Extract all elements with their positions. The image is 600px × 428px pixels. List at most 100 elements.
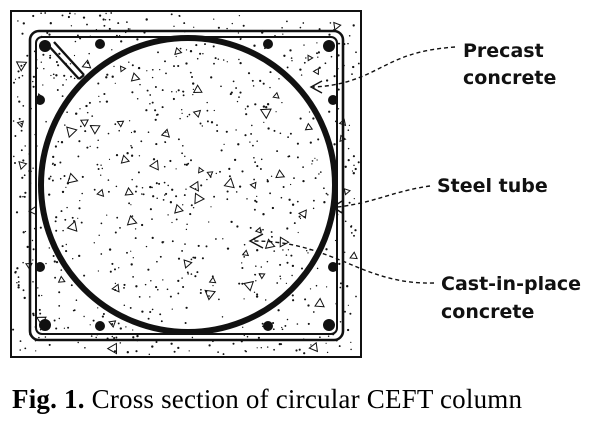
cast-in-place-speck xyxy=(65,243,68,246)
cast-in-place-speck xyxy=(177,257,181,260)
cast-in-place-speck xyxy=(293,177,295,180)
cast-in-place-speck xyxy=(93,242,95,244)
stirrup-outer-line xyxy=(28,29,345,342)
cast-in-place-speck xyxy=(307,252,309,254)
cast-in-place-speck xyxy=(156,197,158,200)
cast-in-place-speck xyxy=(215,238,217,240)
precast-speck xyxy=(120,40,123,43)
precast-speck xyxy=(16,281,18,284)
cast-in-place-aggregate xyxy=(120,154,131,164)
cast-in-place-speck xyxy=(279,275,281,278)
cast-in-place-speck xyxy=(163,165,166,168)
rebar xyxy=(35,262,45,272)
cast-in-place-speck xyxy=(286,227,289,230)
precast-speck xyxy=(352,24,355,27)
cast-in-place-speck xyxy=(216,130,219,132)
precast-speck xyxy=(32,75,36,78)
cast-in-place-speck xyxy=(169,159,172,163)
cast-in-place-speck xyxy=(86,146,89,149)
precast-speck xyxy=(49,22,52,25)
cast-in-place-speck xyxy=(311,160,314,162)
precast-speck xyxy=(104,19,107,21)
cast-in-place-speck xyxy=(246,198,248,200)
cast-in-place-speck xyxy=(65,250,68,253)
precast-speck xyxy=(90,335,93,337)
cast-in-place-speck xyxy=(316,159,318,161)
precast-speck xyxy=(325,342,327,344)
cast-in-place-speck xyxy=(210,206,212,208)
precast-speck xyxy=(351,170,354,172)
precast-speck xyxy=(13,81,15,84)
cast-in-place-speck xyxy=(77,155,80,158)
cast-in-place-speck xyxy=(85,104,88,108)
precast-speck xyxy=(40,12,42,14)
cast-in-place-speck xyxy=(197,244,200,247)
precast-speck xyxy=(300,74,303,76)
precast-speck xyxy=(53,77,55,79)
precast-speck xyxy=(84,346,86,349)
cast-in-place-speck xyxy=(204,43,206,46)
precast-speck xyxy=(315,284,318,287)
cast-in-place-speck xyxy=(139,83,141,86)
cast-in-place-speck xyxy=(185,62,188,65)
precast-aggregate xyxy=(18,160,28,171)
cast-in-place-speck xyxy=(196,271,199,274)
precast-speck xyxy=(337,88,340,91)
cast-in-place-aggregate xyxy=(223,177,235,189)
cast-in-place-speck xyxy=(210,121,214,124)
precast-speck xyxy=(36,67,39,69)
cast-in-place-speck xyxy=(228,175,231,178)
cast-in-place-speck xyxy=(192,256,195,259)
cast-in-place-speck xyxy=(60,141,64,144)
cast-in-place-speck xyxy=(219,170,221,173)
cast-in-place-speck xyxy=(100,253,103,255)
leader-steel-tube-arrowhead xyxy=(331,200,343,214)
precast-speck xyxy=(333,75,336,78)
precast-speck xyxy=(74,13,76,15)
cast-in-place-speck xyxy=(246,105,249,108)
precast-speck xyxy=(61,95,64,98)
cast-in-place-speck xyxy=(302,179,305,183)
precast-speck xyxy=(346,285,349,288)
cast-in-place-aggregate-texture xyxy=(66,46,314,301)
cast-in-place-speck xyxy=(270,175,273,177)
leader-cast-in-place-arrowhead xyxy=(248,233,264,249)
cast-in-place-speck xyxy=(312,207,315,210)
precast-speck xyxy=(283,54,286,57)
precast-speck xyxy=(105,12,107,15)
cast-in-place-speck xyxy=(269,86,271,89)
cast-in-place-speck xyxy=(269,192,272,195)
precast-speck xyxy=(32,14,35,18)
cast-in-place-speck xyxy=(262,105,266,108)
cast-in-place-speck xyxy=(194,275,197,278)
cast-in-place-speck xyxy=(138,296,141,298)
cast-in-place-speck xyxy=(79,125,82,128)
cast-in-place-speck xyxy=(267,127,270,130)
cast-in-place-speck xyxy=(106,214,108,216)
precast-speck xyxy=(21,74,24,77)
cast-in-place-speck xyxy=(213,195,216,198)
precast-speck xyxy=(46,31,49,34)
cast-in-place-speck xyxy=(157,51,159,54)
precast-speck xyxy=(253,44,256,47)
cast-in-place-speck xyxy=(159,68,161,71)
precast-speck xyxy=(347,129,350,131)
precast-speck xyxy=(354,229,357,232)
cast-in-place-speck xyxy=(262,213,265,216)
cast-in-place-speck xyxy=(212,45,215,48)
cast-in-place-speck xyxy=(185,163,188,166)
precast-speck xyxy=(208,344,211,347)
cast-in-place-speck xyxy=(291,274,293,277)
precast-speck xyxy=(39,312,42,315)
precast-speck xyxy=(350,225,353,228)
precast-aggregate xyxy=(307,54,314,62)
cast-in-place-speck xyxy=(151,236,154,240)
precast-speck xyxy=(170,342,173,345)
cast-in-place-speck xyxy=(186,271,189,274)
precast-speck xyxy=(357,161,360,164)
cast-in-place-speck xyxy=(155,114,158,116)
precast-speck xyxy=(17,70,20,73)
cast-in-place-speck xyxy=(78,140,81,143)
cast-in-place-speck xyxy=(177,89,180,92)
cast-in-place-speck xyxy=(279,278,282,280)
